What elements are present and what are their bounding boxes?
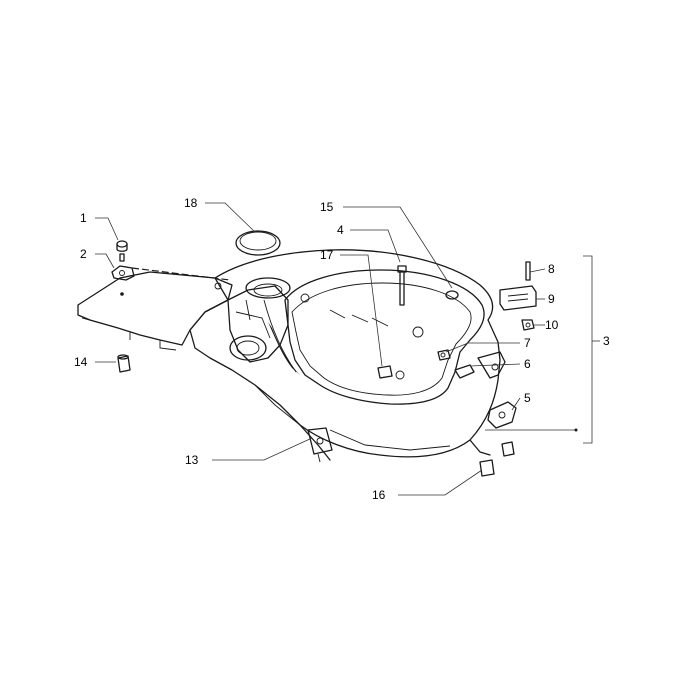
part-17-clip <box>377 365 393 379</box>
part-6-7-screw <box>437 349 475 379</box>
callout-9: 9 <box>548 292 555 306</box>
part-14-buffer <box>117 354 131 373</box>
assembly-line-2 <box>131 267 231 281</box>
part-5-bracket <box>487 401 517 429</box>
callout-17: 17 <box>320 248 334 262</box>
callout-3: 3 <box>603 334 610 348</box>
part-18-round-cover <box>235 230 281 256</box>
part-8-pin <box>525 261 531 281</box>
part-13-bracket <box>307 427 333 463</box>
callout-13: 13 <box>185 453 199 467</box>
callout-10: 10 <box>545 318 559 332</box>
leader-lines <box>95 202 600 496</box>
part-1-cap <box>116 240 128 262</box>
main-body-frame <box>77 249 506 461</box>
part-10-nut <box>521 319 535 331</box>
callout-5: 5 <box>524 391 531 405</box>
part-9-latch-plate <box>499 285 537 311</box>
callout-2: 2 <box>80 247 87 261</box>
callout-8: 8 <box>548 262 555 276</box>
callout-4: 4 <box>337 223 344 237</box>
part-4-bolt <box>397 265 407 306</box>
callout-16: 16 <box>372 488 386 502</box>
part-15-plug <box>445 290 459 300</box>
callout-18: 18 <box>184 196 198 210</box>
callout-15: 15 <box>320 200 334 214</box>
callout-labels: 1 2 3 4 5 6 7 8 9 10 13 14 15 16 17 18 <box>74 196 610 502</box>
callout-14: 14 <box>74 355 88 369</box>
callout-1: 1 <box>80 211 87 225</box>
part-16-grommets <box>479 441 515 477</box>
callout-6: 6 <box>524 357 531 371</box>
part-2-plate <box>111 265 135 296</box>
callout-7: 7 <box>524 336 531 350</box>
